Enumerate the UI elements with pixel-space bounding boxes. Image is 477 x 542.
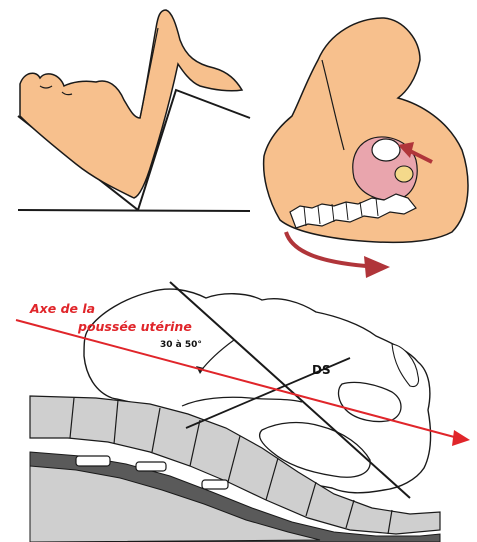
axis-diagram: Axe de la poussée utérine 30 à 50° DS	[16, 282, 470, 542]
axis-label-line2: poussée utérine	[77, 319, 192, 334]
mcroberts-figure	[18, 10, 250, 211]
fetal-body	[395, 166, 413, 182]
woman-body	[20, 10, 242, 198]
pelvis-figure	[264, 18, 468, 278]
red-axis-arrowhead	[452, 430, 470, 446]
fetal-head	[372, 139, 400, 161]
floor-line	[18, 210, 250, 211]
axis-label-line1: Axe de la	[29, 301, 95, 316]
angle-label: 30 à 50°	[160, 340, 202, 350]
ds-label: DS	[312, 363, 331, 377]
